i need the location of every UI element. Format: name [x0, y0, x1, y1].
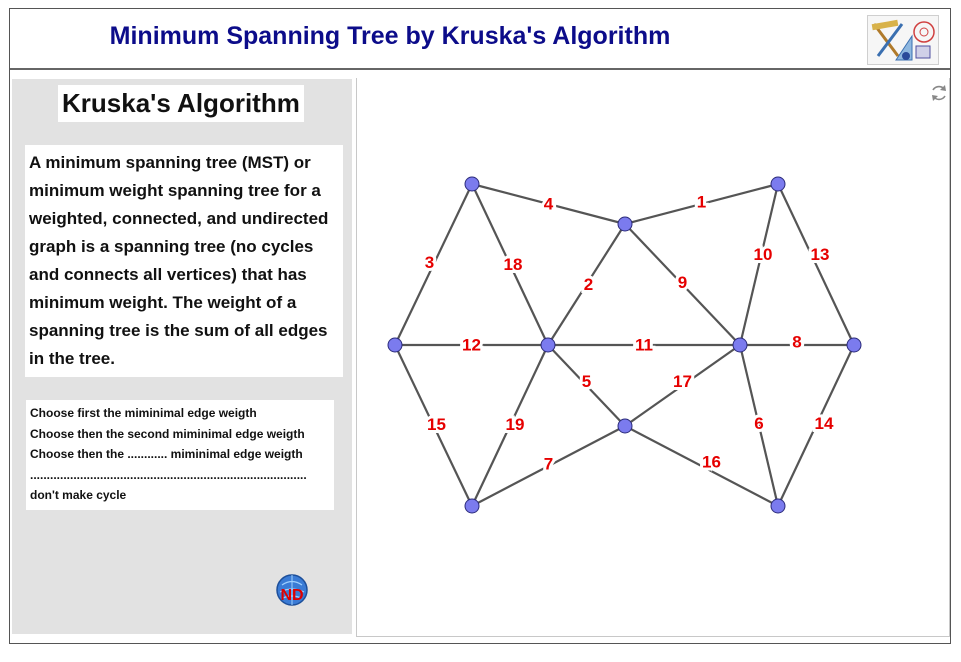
edge-weight-halo: 3	[425, 253, 434, 272]
edge-weight-halo: 6	[754, 414, 763, 433]
edge-weight-halo: 1	[697, 193, 706, 212]
instruction-line: Choose first the miminimal edge weigth	[30, 406, 257, 420]
graph-vertex[interactable]	[770, 498, 786, 514]
edge-weight-label: 19	[506, 415, 525, 434]
edge-weight-halo: 17	[673, 372, 692, 391]
edge-weight-label: 9	[678, 273, 687, 292]
graph-vertex[interactable]	[617, 418, 633, 434]
graph-edge[interactable]	[777, 183, 855, 346]
edge-weight-label: 7	[544, 455, 553, 474]
graph-vertex[interactable]	[617, 216, 633, 232]
geometry-tools-icon	[867, 15, 939, 65]
instruction-line: don't make cycle	[30, 488, 127, 502]
graph-vertex[interactable]	[770, 176, 786, 192]
instructions-box: Choose first the miminimal edge weigth C…	[26, 400, 334, 510]
edge-weight-halo: 10	[754, 245, 773, 264]
edge-weight-halo: 15	[427, 415, 446, 434]
graph-edge[interactable]	[624, 425, 779, 507]
graph-vertex[interactable]	[540, 337, 556, 353]
instruction-line: Choose then the second miminimal edge we…	[30, 426, 305, 441]
graph-vertex[interactable]	[387, 337, 403, 353]
refresh-icon[interactable]	[928, 82, 950, 104]
edge-weight-label: 5	[582, 372, 591, 391]
edge-weight-label: 8	[792, 333, 801, 352]
edge-weight-label: 17	[673, 372, 692, 391]
edge-weight-halo: 18	[504, 255, 523, 274]
edge-weight-halo: 14	[815, 414, 834, 433]
graph-edge[interactable]	[394, 183, 473, 346]
algorithm-description: A minimum spanning tree (MST) or minimum…	[25, 145, 343, 377]
edge-weight-label: 1	[697, 193, 706, 212]
edge-weight-label: 16	[702, 453, 721, 472]
edge-weight-halo: 5	[582, 372, 591, 391]
edge-weight-halo: 8	[792, 333, 801, 352]
graph-vertex[interactable]	[464, 176, 480, 192]
algorithm-heading: Kruska's Algorithm	[58, 85, 304, 122]
nd-logo-text: ND	[280, 587, 303, 604]
graph-edge[interactable]	[471, 344, 549, 507]
edge-weight-halo: 12	[462, 336, 481, 355]
nd-logo-icon[interactable]: ND	[274, 572, 310, 608]
edge-weight-label: 6	[754, 414, 763, 433]
graph-vertex[interactable]	[464, 498, 480, 514]
header-bar: Minimum Spanning Tree by Kruska's Algori…	[10, 9, 950, 70]
edge-weight-label: 14	[815, 414, 834, 433]
graph-edge[interactable]	[738, 344, 780, 507]
graph-edge[interactable]	[471, 183, 549, 346]
page-title: Minimum Spanning Tree by Kruska's Algori…	[109, 22, 671, 50]
edge-weight-label: 4	[544, 195, 554, 214]
edge-weight-label: 10	[754, 245, 773, 264]
edge-weight-halo: 11	[635, 336, 653, 355]
graph-edge[interactable]	[738, 183, 780, 346]
edge-weight-label: 12	[462, 336, 481, 355]
graph-edge[interactable]	[471, 182, 626, 226]
graph-vertex[interactable]	[732, 337, 748, 353]
graph-edge[interactable]	[394, 344, 473, 507]
edge-weight-halo: 4	[544, 195, 554, 214]
instruction-line: Choose then the ............ miminimal e…	[30, 447, 303, 461]
graph-edge[interactable]	[547, 223, 626, 346]
graph-edge[interactable]	[777, 344, 855, 507]
edge-weight-halo: 9	[678, 273, 687, 292]
edge-weight-halo: 2	[584, 275, 593, 294]
graph-vertex[interactable]	[846, 337, 862, 353]
edge-weight-label: 18	[504, 255, 523, 274]
instruction-line: ........................................…	[30, 467, 307, 482]
edge-weight-label: 3	[425, 253, 434, 272]
edge-weight-label: 2	[584, 275, 593, 294]
edge-weight-halo: 7	[544, 455, 553, 474]
graph-edge[interactable]	[547, 344, 626, 427]
edge-weight-halo: 16	[702, 453, 721, 472]
applet-window: Minimum Spanning Tree by Kruska's Algori…	[9, 8, 951, 644]
edge-weight-label: 13	[811, 245, 830, 264]
graph-edge[interactable]	[624, 344, 741, 427]
graph-edge[interactable]	[624, 223, 741, 346]
graph-edge[interactable]	[471, 425, 626, 507]
explanation-panel: Kruska's Algorithm A minimum spanning tr…	[12, 79, 352, 634]
graph-edge[interactable]	[624, 182, 779, 226]
edge-weight-halo: 13	[811, 245, 830, 264]
edge-weight-label: 11	[635, 336, 653, 355]
edge-weight-halo: 19	[506, 415, 525, 434]
edge-weight-label: 15	[427, 415, 446, 434]
